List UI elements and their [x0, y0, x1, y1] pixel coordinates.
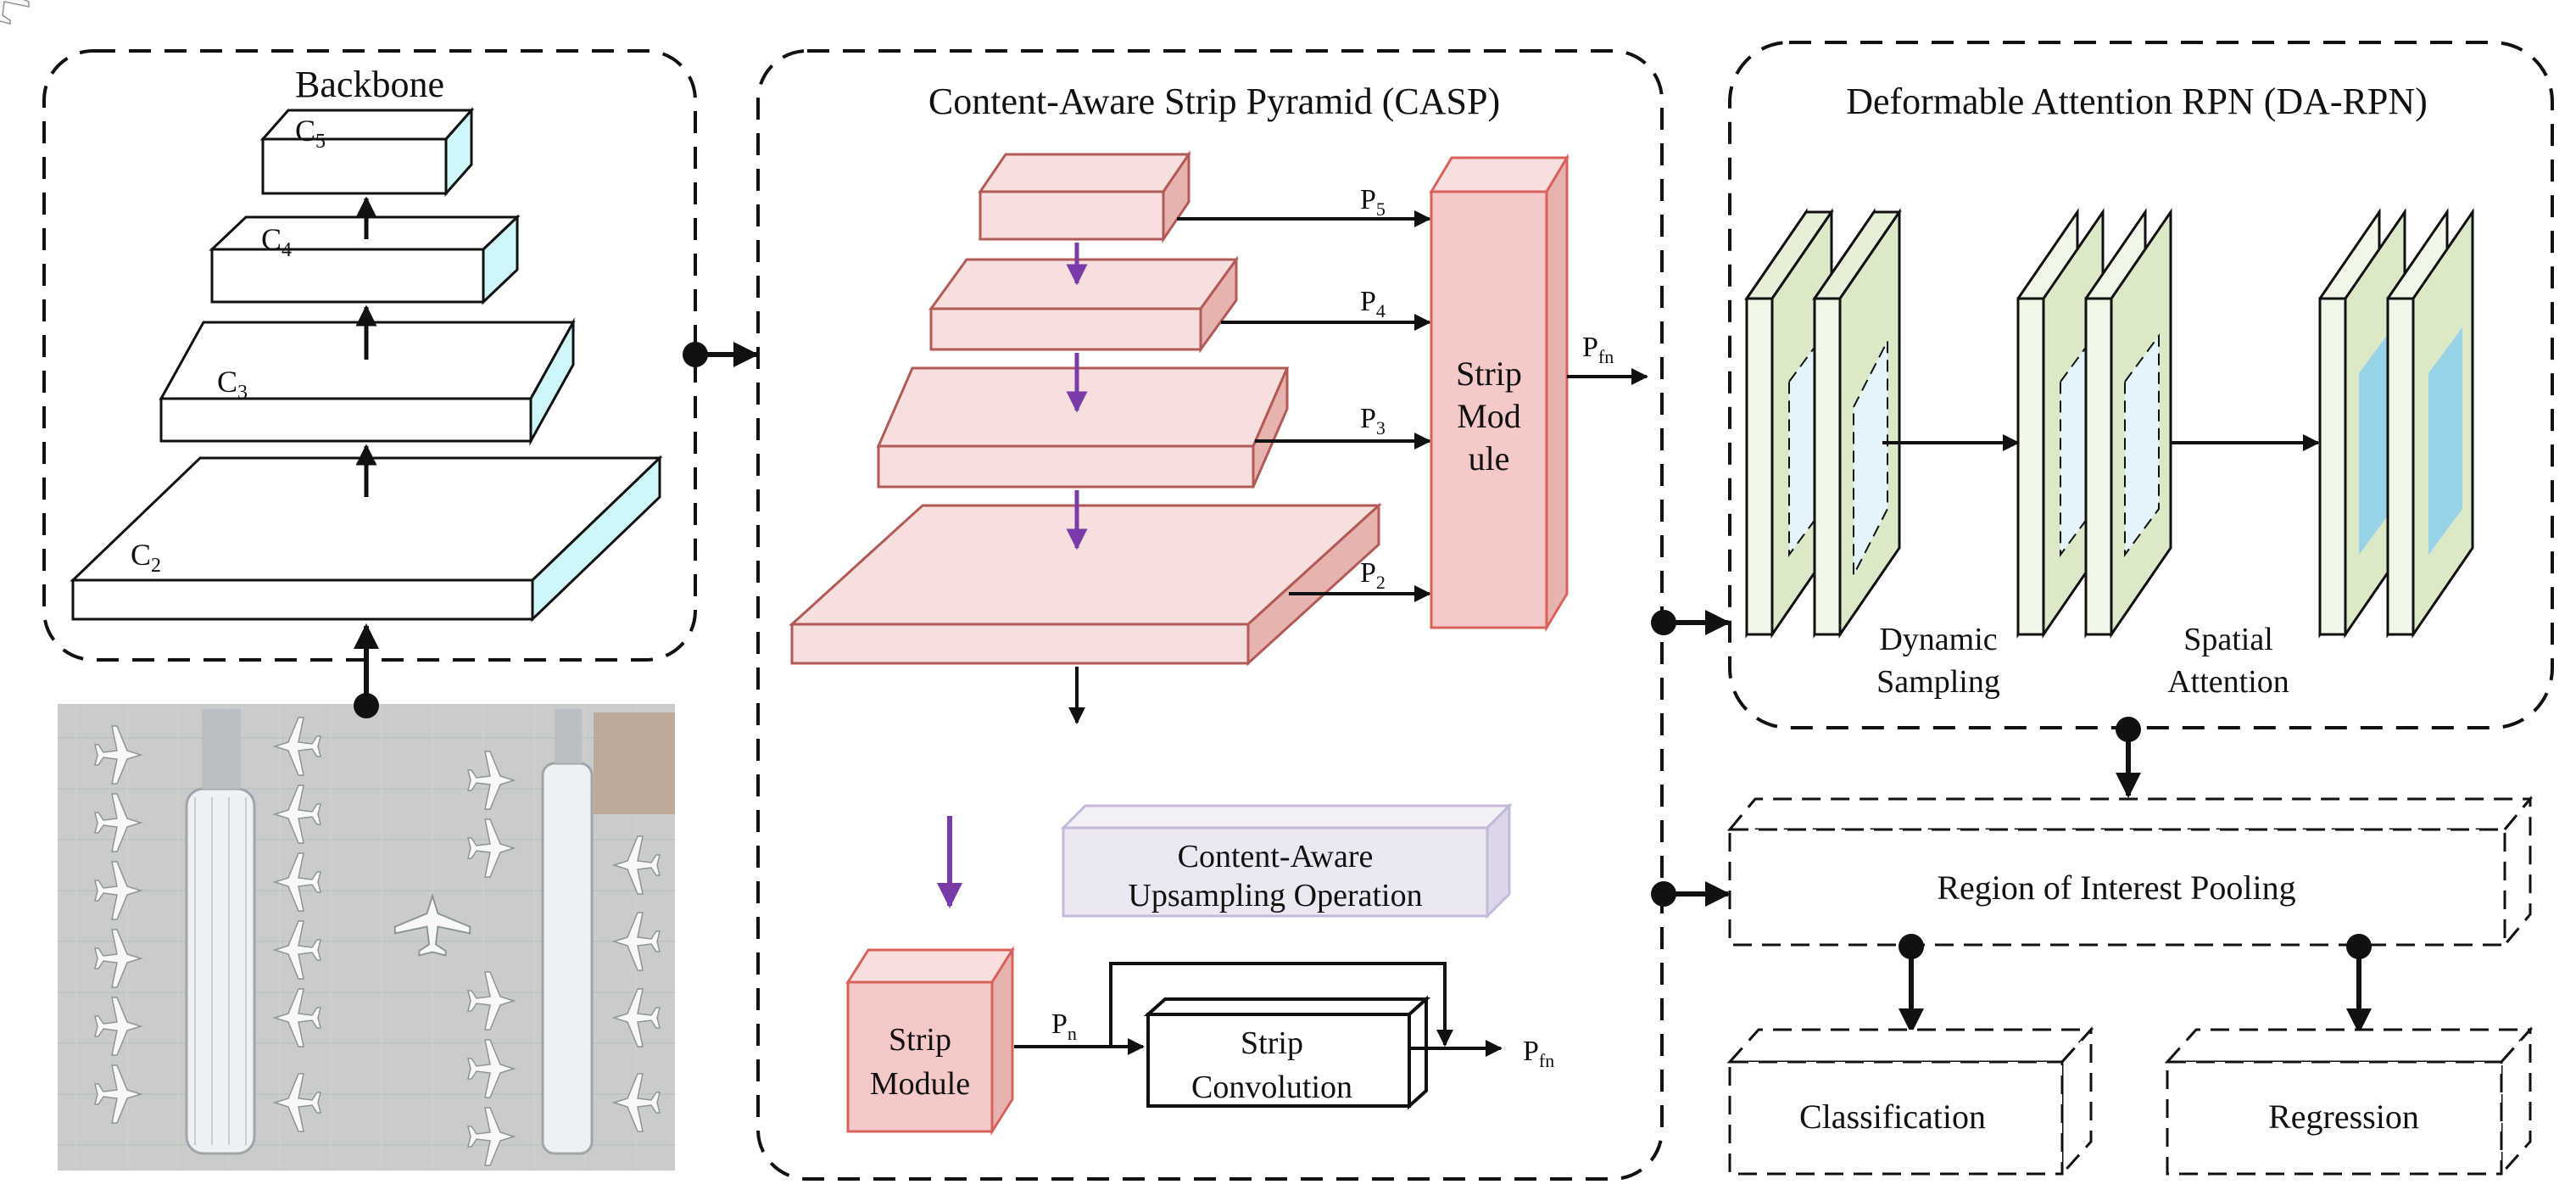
svg-text:C2: C2: [131, 538, 161, 577]
backbone-layer-c2: C2: [70, 455, 663, 623]
label-detail-pfn: Pfn: [1523, 1036, 1554, 1071]
svg-text:Convolution: Convolution: [1191, 1070, 1352, 1105]
skip-connection: [1109, 962, 1453, 1047]
roi-pooling-block: Region of Interest Pooling: [1726, 795, 2534, 949]
darpn-title: Deformable Attention RPN (DA-RPN): [1846, 81, 2428, 122]
svg-text:Classification: Classification: [1799, 1098, 1986, 1136]
svg-text:Strip: Strip: [1456, 355, 1522, 393]
label-p2: P2: [1360, 557, 1386, 593]
svg-text:Content-Aware: Content-Aware: [1178, 839, 1374, 874]
casp-level-p2: [789, 502, 1382, 667]
svg-text:C3: C3: [217, 365, 248, 404]
backbone-layer-c5: C5: [259, 107, 475, 197]
dynamic-sampling-label-2: Sampling: [1876, 664, 2000, 700]
casp-level-p3: [876, 366, 1290, 489]
dynamic-sampling-label: Dynamic: [1879, 622, 1997, 657]
casp-level-p5: [978, 150, 1191, 243]
spatial-attention-label: Spatial: [2183, 622, 2273, 657]
backbone-layer-c3: C3: [159, 317, 576, 446]
airport-aerial-photo-icon: [0, 0, 675, 1170]
svg-text:Regression: Regression: [2268, 1098, 2419, 1136]
darpn-stage-3: [2318, 208, 2474, 639]
legend-upsampling-box: Content-Aware Upsampling Operation: [1060, 802, 1513, 919]
classification-head: Classification: [1726, 1026, 2094, 1177]
label-pfn: Pfn: [1582, 332, 1614, 367]
svg-text:Mod: Mod: [1457, 397, 1521, 435]
backbone-frame: [42, 49, 697, 662]
strip-convolution-block: Strip Convolution: [1143, 995, 1431, 1110]
regression-head: Regression: [2164, 1026, 2534, 1177]
darpn-stage-1: [1744, 208, 1902, 639]
casp-title: Content-Aware Strip Pyramid (CASP): [928, 81, 1500, 122]
svg-text:C4: C4: [261, 222, 292, 261]
svg-text:Region of Interest Pooling: Region of Interest Pooling: [1937, 869, 2295, 907]
backbone-title: Backbone: [295, 64, 444, 105]
strip-module-block: Strip Mod ule: [1429, 153, 1570, 633]
backbone-layer-c4: C4: [209, 214, 521, 305]
casp-level-p4: [928, 255, 1239, 354]
label-p3: P3: [1360, 403, 1386, 439]
svg-text:Strip: Strip: [1241, 1025, 1303, 1061]
detail-strip-module: Strip Module: [845, 945, 1015, 1137]
svg-text:Upsampling Operation: Upsampling Operation: [1128, 878, 1422, 913]
svg-text:Module: Module: [870, 1066, 970, 1102]
svg-text:C5: C5: [295, 114, 326, 153]
svg-text:ule: ule: [1469, 439, 1510, 478]
spatial-attention-label-2: Attention: [2167, 664, 2289, 700]
label-pn: Pn: [1051, 1008, 1077, 1044]
label-p5: P5: [1360, 184, 1386, 220]
darpn-stage-2: [2016, 208, 2172, 639]
label-p4: P4: [1360, 286, 1386, 321]
svg-text:Strip: Strip: [889, 1022, 951, 1058]
darpn-frame: [1728, 41, 2554, 729]
